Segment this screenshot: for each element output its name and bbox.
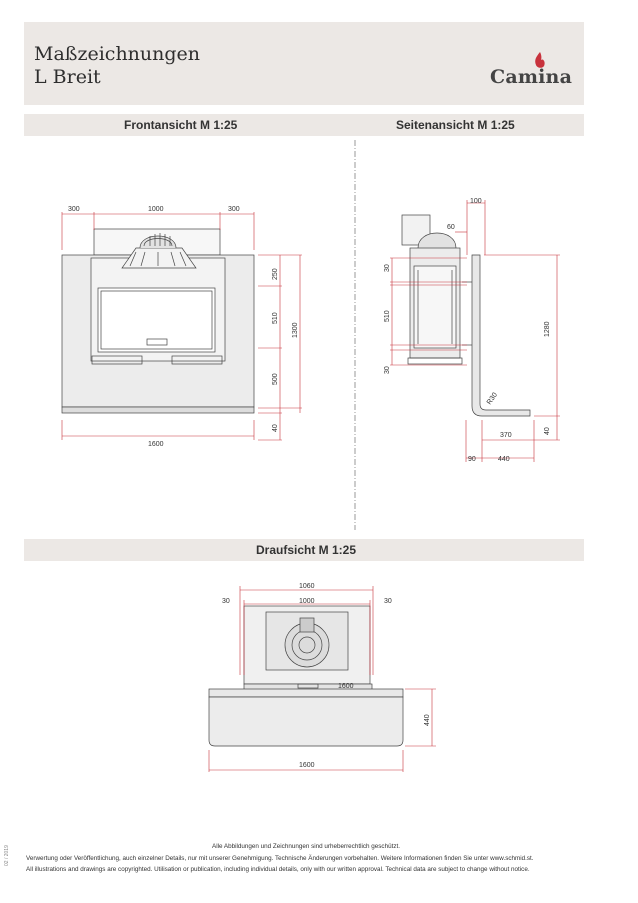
dim-side-30-bottom: 30	[384, 366, 391, 374]
front-view-title: Frontansicht M 1:25	[124, 118, 238, 132]
dim-side-r30: R30	[486, 392, 499, 407]
camina-logo: Camina	[490, 52, 572, 88]
dim-top-440: 440	[424, 714, 431, 726]
dim-side-440: 440	[498, 456, 510, 463]
side-view-drawing	[401, 214, 531, 417]
dim-top-1000: 1000	[299, 598, 315, 605]
dim-front-40: 40	[272, 424, 279, 432]
dim-top-30-right: 30	[384, 598, 392, 605]
logo-text: Camina	[490, 66, 573, 88]
dim-side-370: 370	[500, 432, 512, 439]
flame-icon	[535, 52, 545, 68]
section-bar-front-side: Frontansicht M 1:25 Seitenansicht M 1:25	[24, 114, 584, 136]
dim-front-1600: 1600	[148, 441, 164, 448]
dim-top-1060: 1060	[299, 583, 315, 590]
dim-front-250: 250	[272, 268, 279, 280]
section-bar-top: Draufsicht M 1:25	[24, 539, 584, 561]
dim-side-40: 40	[544, 427, 551, 435]
footer-english-note: All illustrations and drawings are copyr…	[26, 866, 530, 873]
side-dimensions	[390, 200, 560, 462]
dim-side-60: 60	[447, 224, 455, 231]
dim-front-500: 500	[272, 373, 279, 385]
page-title: Maßzeichnungen	[34, 43, 201, 65]
front-view-drawing	[61, 228, 255, 414]
side-view-title: Seitenansicht M 1:25	[396, 118, 515, 132]
dim-top-1600-inner: 1600	[338, 683, 354, 690]
dim-front-300-left: 300	[68, 206, 80, 213]
dim-side-100: 100	[470, 198, 482, 205]
footer-german-note: Verwertung oder Veröffentlichung, auch e…	[26, 855, 534, 862]
dim-front-510: 510	[272, 312, 279, 324]
dim-front-300-right: 300	[228, 206, 240, 213]
top-view-drawing	[208, 605, 404, 747]
date-code: 02 / 2019	[4, 845, 10, 866]
dim-front-1300: 1300	[292, 322, 299, 338]
dim-front-1000: 1000	[148, 206, 164, 213]
page-subtitle: L Breit	[34, 66, 101, 88]
top-view-title: Draufsicht M 1:25	[256, 543, 357, 557]
dim-top-30-left: 30	[222, 598, 230, 605]
dim-side-90: 90	[468, 456, 476, 463]
dim-side-510: 510	[384, 310, 391, 322]
dim-side-30-top: 30	[384, 264, 391, 272]
header-panel	[24, 22, 584, 105]
dim-side-1280: 1280	[544, 321, 551, 337]
top-dimensions	[208, 586, 436, 772]
front-dimensions	[61, 212, 302, 441]
dim-top-1600: 1600	[299, 762, 315, 769]
footer-copyright-note: Alle Abbildungen und Zeichnungen sind ur…	[212, 843, 400, 850]
